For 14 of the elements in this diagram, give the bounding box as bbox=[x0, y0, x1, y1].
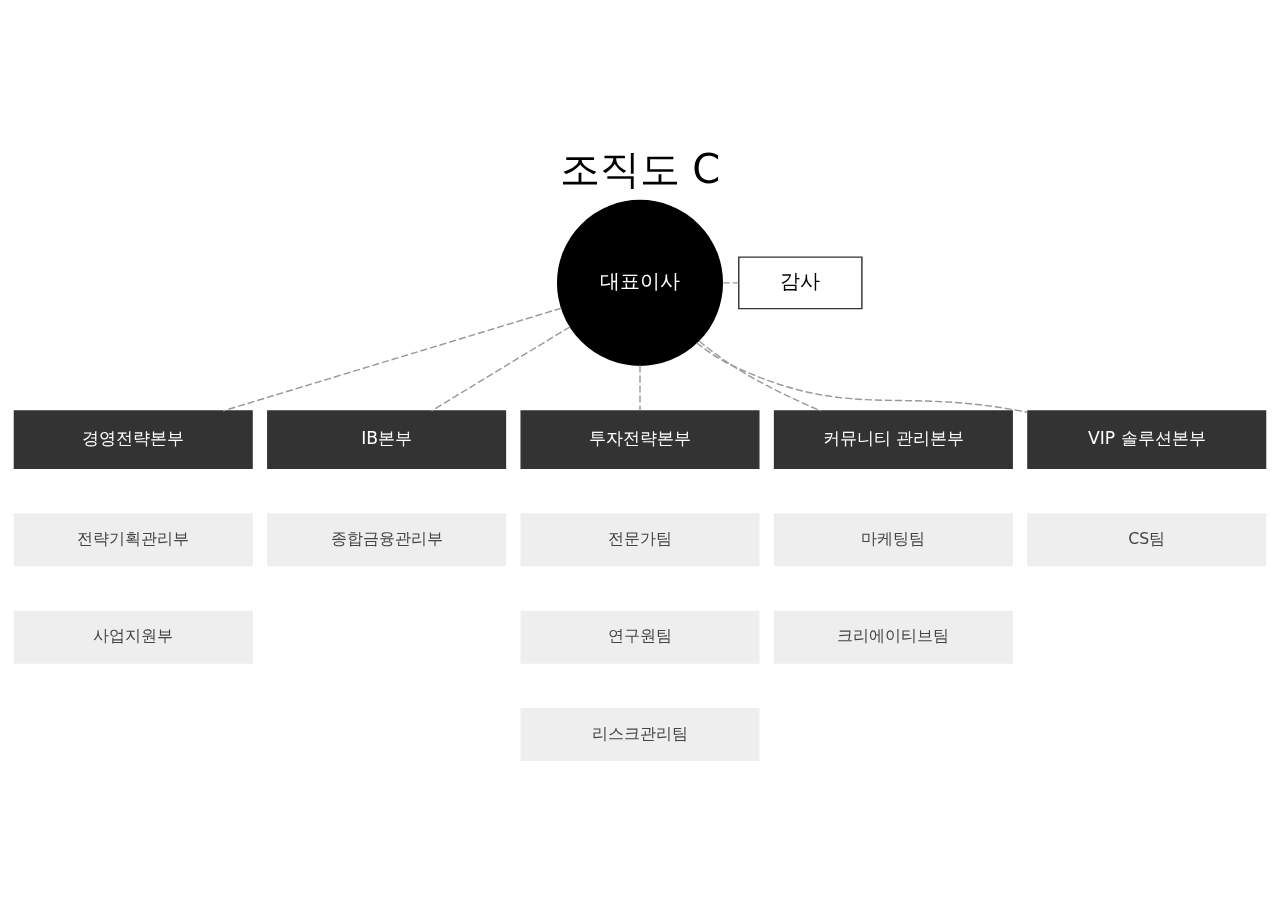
node-box: 경영전략본부 bbox=[13, 410, 253, 469]
connector bbox=[222, 307, 563, 412]
node-circle: 대표이사 bbox=[556, 199, 724, 366]
node-box: VIP 솔루션본부 bbox=[1027, 410, 1267, 469]
connector bbox=[430, 326, 571, 412]
node-box: 커뮤니티 관리본부 bbox=[773, 410, 1013, 469]
node-box: IB본부 bbox=[267, 410, 507, 469]
node-box: 투자전략본부 bbox=[520, 410, 760, 469]
connector bbox=[721, 282, 740, 284]
node-box: 감사 bbox=[738, 256, 863, 310]
diagram-title: 조직도 C bbox=[559, 145, 721, 192]
connector bbox=[639, 364, 641, 412]
connector bbox=[698, 340, 822, 412]
connector bbox=[695, 342, 1029, 413]
